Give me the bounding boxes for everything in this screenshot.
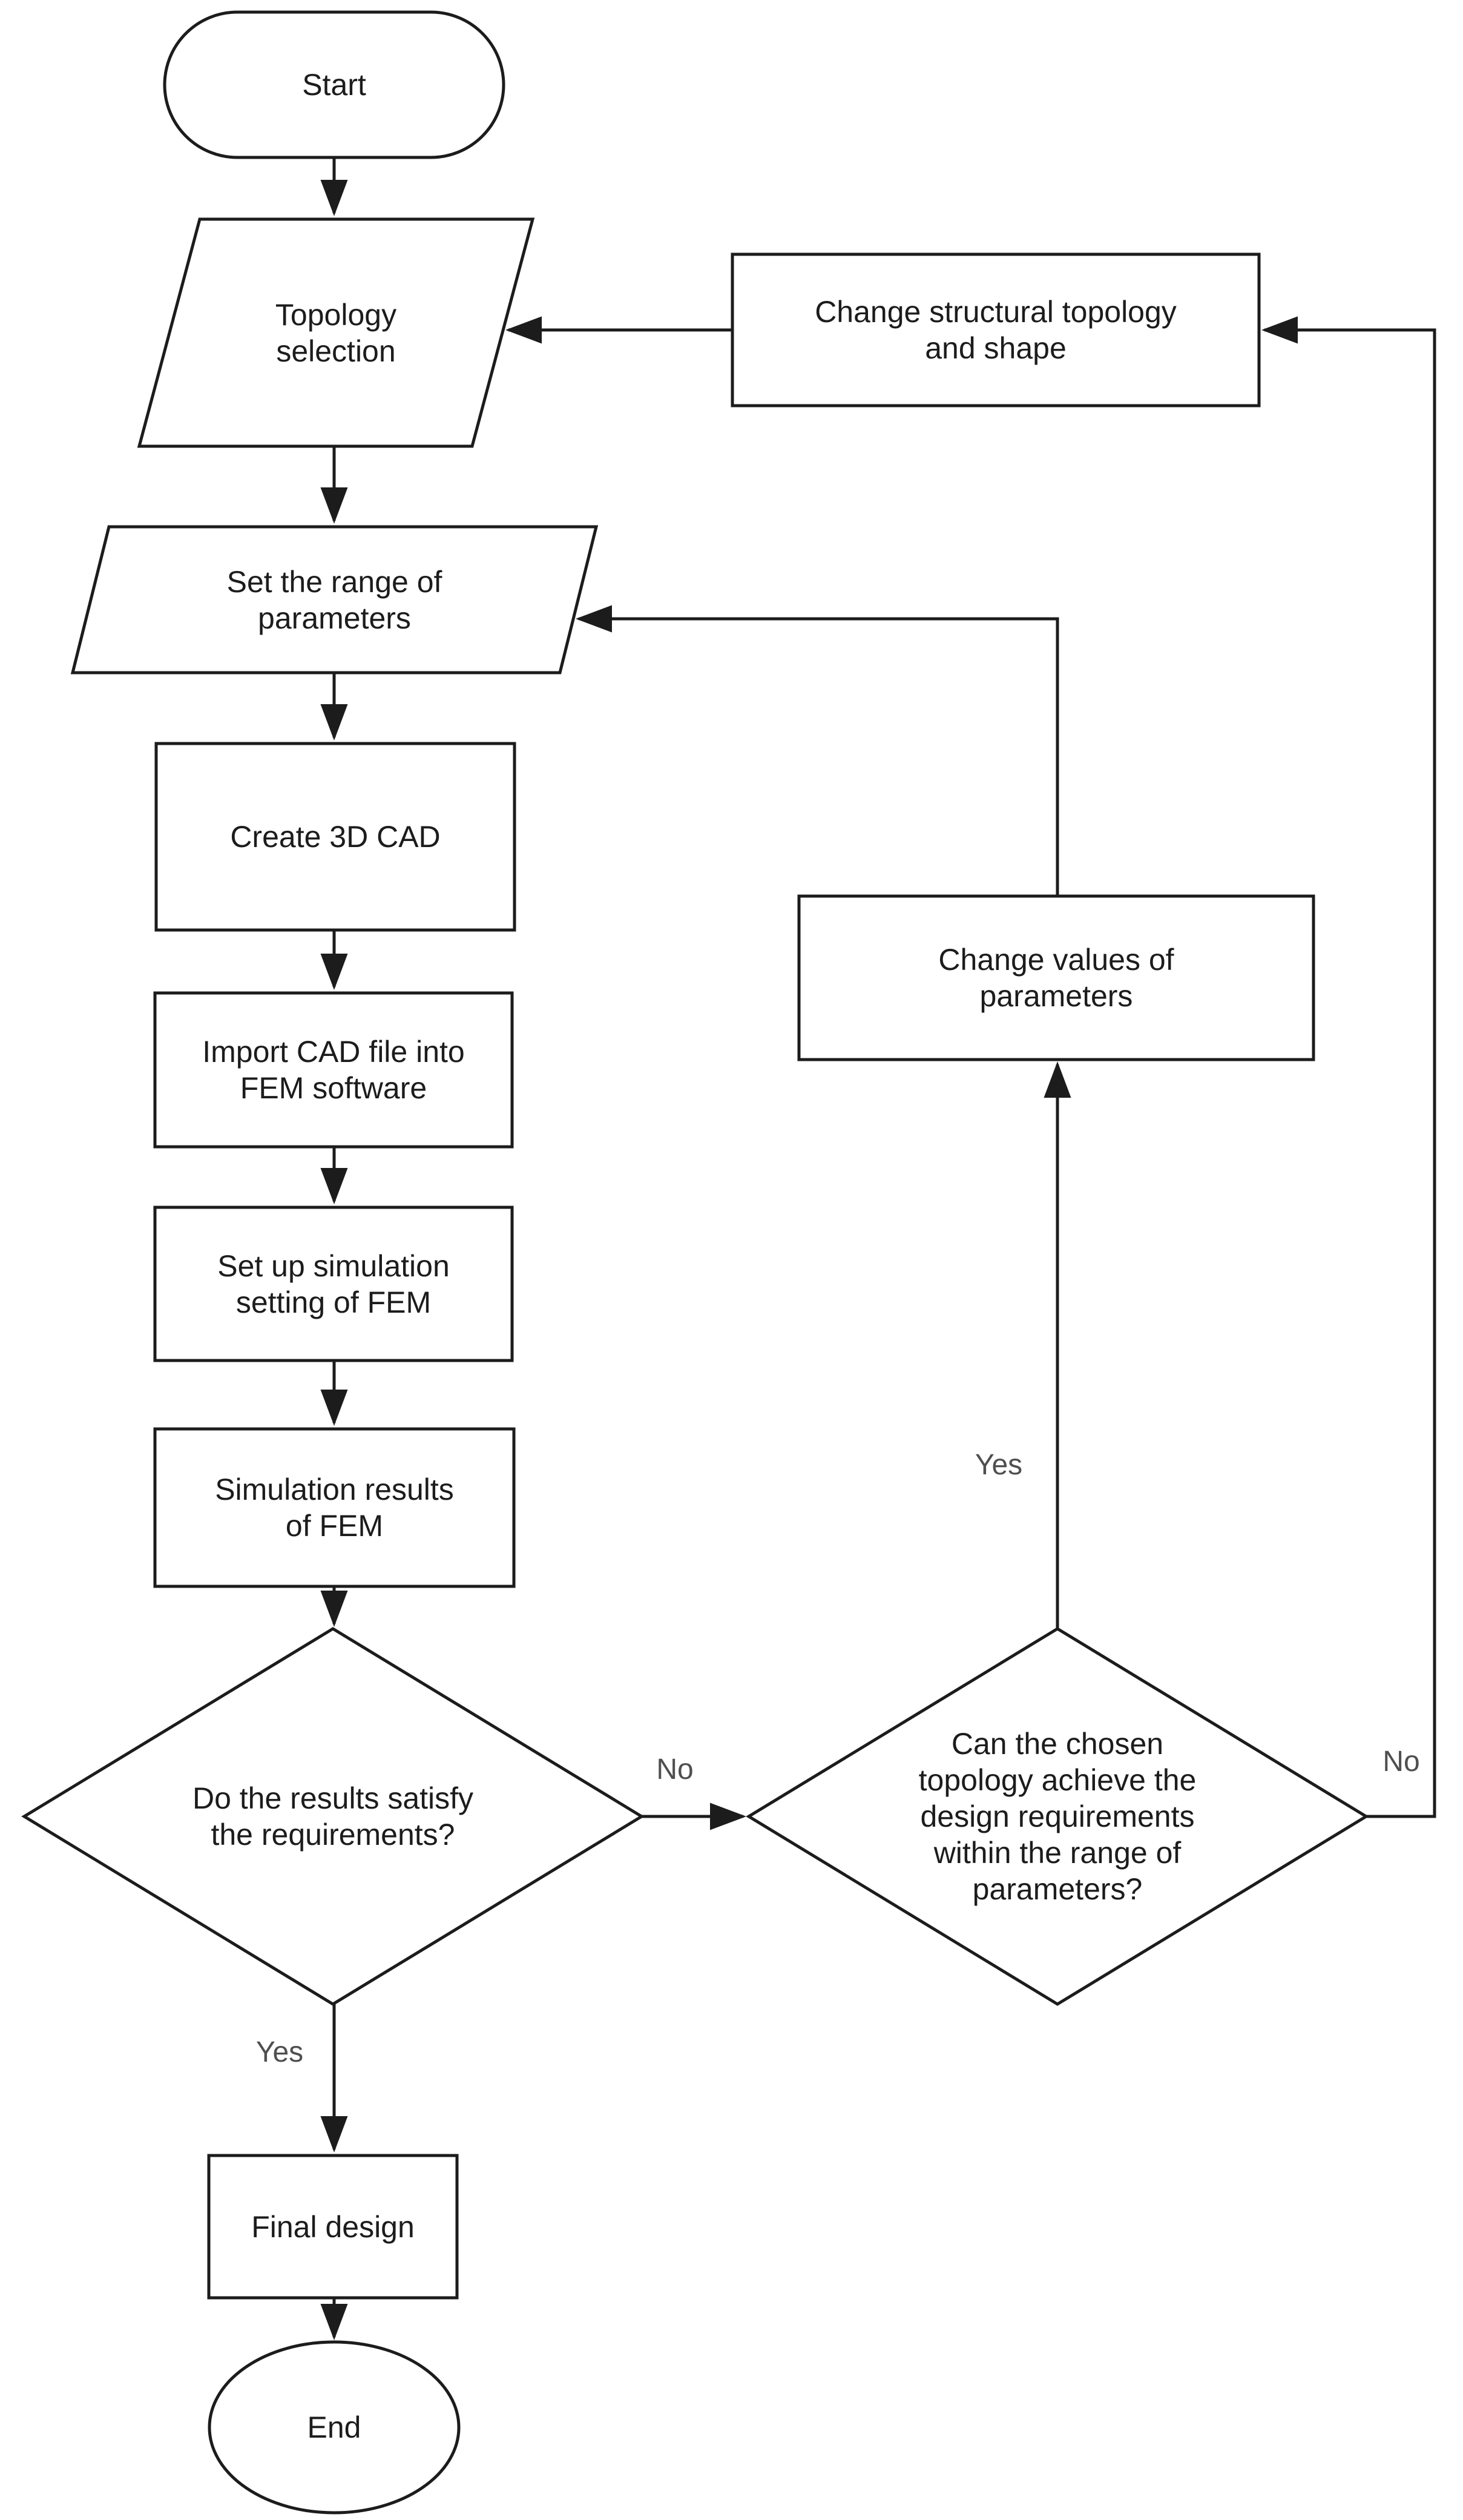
final-design-process-shape: [207, 2154, 459, 2300]
change-values-process-shape: [797, 894, 1315, 1061]
topology-achieve-decision-shape: [746, 1627, 1369, 2006]
create-cad-process-shape: [154, 742, 516, 932]
edge-decision2-no-to-changetopology: [1261, 316, 1436, 1818]
sim-results-process-shape: [153, 1427, 516, 1588]
results-satisfy-decision-shape: [21, 1627, 645, 2006]
set-range-parallelogram-shape: [70, 525, 599, 675]
import-cad-process-shape: [153, 991, 514, 1149]
edge-changevalues-to-setrange: [576, 605, 1059, 896]
topology-selection-parallelogram-shape: [137, 217, 535, 448]
end-terminator-shape: [208, 2340, 461, 2515]
change-topology-process-shape: [731, 252, 1261, 407]
setup-fem-process-shape: [153, 1206, 514, 1362]
start-terminator-shape: [163, 10, 505, 159]
